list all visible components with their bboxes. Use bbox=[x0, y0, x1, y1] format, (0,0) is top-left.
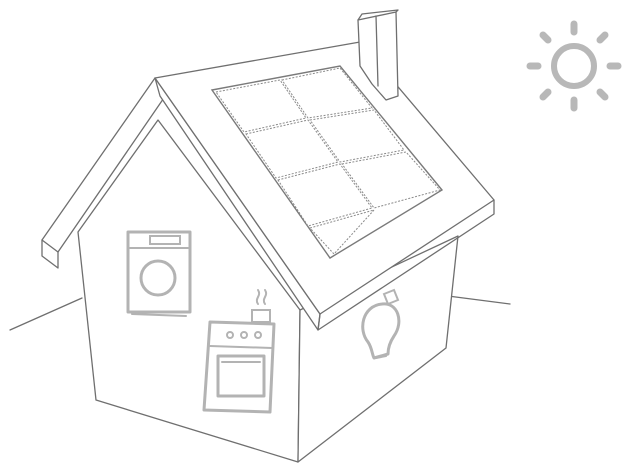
sun-icon bbox=[530, 24, 618, 108]
